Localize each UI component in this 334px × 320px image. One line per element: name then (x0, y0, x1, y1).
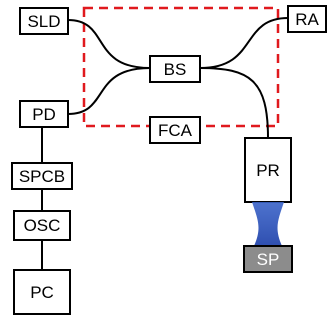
bs-label: BS (164, 60, 187, 79)
sld-box: SLD (19, 7, 69, 35)
fca-label: FCA (158, 121, 193, 140)
sld-label: SLD (27, 12, 60, 31)
fiber-pd-to-bs (67, 67, 151, 115)
fca-box: FCA (149, 116, 201, 144)
pd-box: PD (19, 100, 69, 128)
fiber-sld-to-bs (67, 19, 151, 69)
fiber-bs-to-ra (199, 17, 289, 69)
sp-label: SP (257, 250, 280, 269)
spcb-label: SPCB (19, 167, 65, 186)
pc-label: PC (30, 283, 54, 302)
pd-label: PD (32, 105, 56, 124)
pc-box: PC (13, 269, 71, 315)
blue-beam (252, 202, 284, 246)
spcb-box: SPCB (11, 162, 73, 190)
pr-label: PR (256, 161, 280, 180)
pr-box: PR (244, 137, 292, 203)
osc-box: OSC (13, 210, 71, 241)
fiber-bs-to-pr (199, 67, 269, 139)
ra-label: RA (295, 10, 319, 29)
sp-box: SP (243, 245, 293, 273)
osc-label: OSC (24, 216, 61, 235)
bs-box: BS (149, 55, 201, 83)
ra-box: RA (287, 5, 327, 33)
